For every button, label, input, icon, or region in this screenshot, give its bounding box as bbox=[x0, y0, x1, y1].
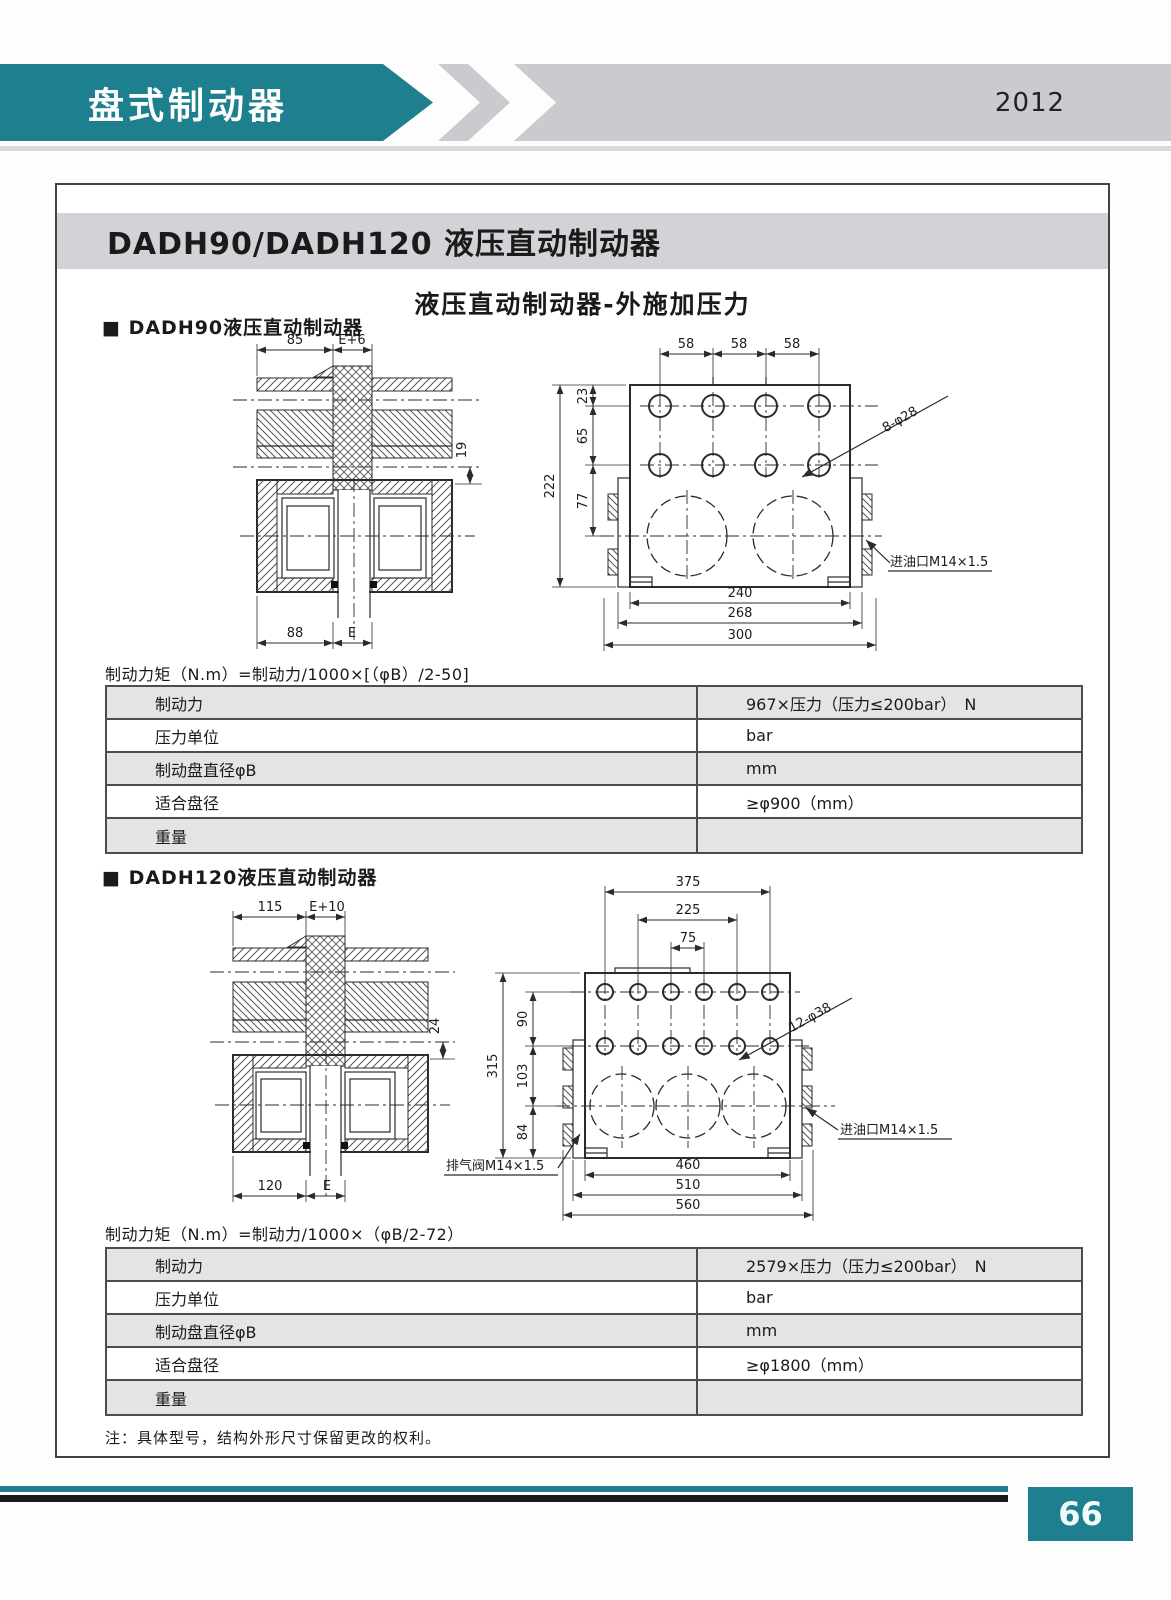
banner-title: 盘式制动器 bbox=[88, 85, 289, 127]
formula-dadh120: 制动力矩（N.m）=制动力/1000×（φB/2-72） bbox=[105, 1225, 464, 1244]
table-row: 制动力 2579×压力（压力≤200bar） N bbox=[107, 1249, 1081, 1282]
table-row: 制动力 967×压力（压力≤200bar） N bbox=[107, 687, 1081, 720]
footer-rule-teal bbox=[0, 1486, 1008, 1492]
table-row: 适合盘径 ≥φ1800（mm） bbox=[107, 1348, 1081, 1381]
content-box: DADH90/DADH120 液压直动制动器 液压直动制动器-外施加压力 ■ D… bbox=[55, 183, 1110, 1458]
spec-table-dadh120: 制动力 2579×压力（压力≤200bar） N 压力单位 bar 制动盘直径φ… bbox=[105, 1247, 1083, 1416]
header-rule bbox=[0, 146, 1171, 151]
table-row: 制动盘直径φB mm bbox=[107, 1315, 1081, 1348]
page-subtitle: 液压直动制动器-外施加压力 bbox=[414, 290, 751, 319]
table-row: 压力单位 bar bbox=[107, 1282, 1081, 1315]
footer-rule-black bbox=[0, 1495, 1008, 1502]
table-row: 适合盘径 ≥φ900（mm） bbox=[107, 786, 1081, 819]
banner-chevron-icon bbox=[438, 64, 510, 141]
footnote: 注：具体型号，结构外形尺寸保留更改的权利。 bbox=[105, 1429, 442, 1447]
table-row: 制动盘直径φB mm bbox=[107, 753, 1081, 786]
table-row: 重量 bbox=[107, 1381, 1081, 1414]
year-label: 2012 bbox=[994, 88, 1066, 118]
section-heading-dadh120: ■ DADH120液压直动制动器 bbox=[102, 867, 378, 889]
banner-gray-band bbox=[514, 64, 1171, 141]
table-row: 压力单位 bar bbox=[107, 720, 1081, 753]
table-row: 重量 bbox=[107, 819, 1081, 852]
header-banner: 盘式制动器 bbox=[0, 64, 433, 141]
title-band: DADH90/DADH120 液压直动制动器 bbox=[57, 213, 1108, 269]
formula-dadh90: 制动力矩（N.m）=制动力/1000×[（φB）/2-50] bbox=[105, 665, 470, 684]
section-heading-dadh90: ■ DADH90液压直动制动器 bbox=[102, 317, 364, 339]
page-title: DADH90/DADH120 液压直动制动器 bbox=[107, 227, 662, 262]
page-number-badge: 66 bbox=[1028, 1487, 1133, 1541]
spec-table-dadh90: 制动力 967×压力（压力≤200bar） N 压力单位 bar 制动盘直径φB… bbox=[105, 685, 1083, 854]
